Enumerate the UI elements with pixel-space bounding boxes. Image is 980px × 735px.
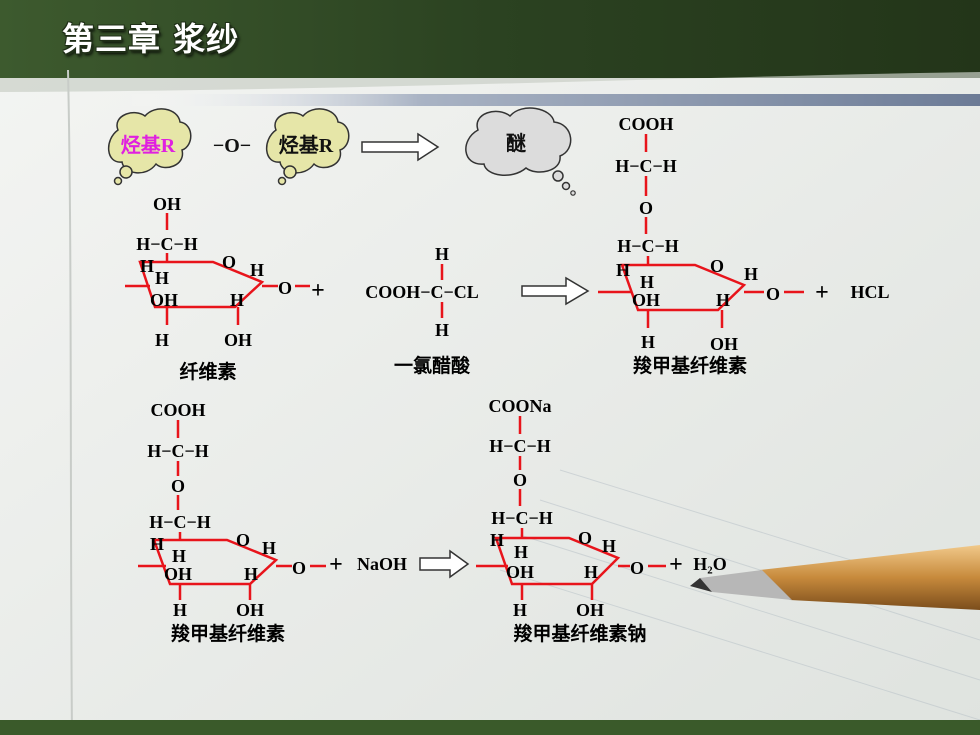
atom-o-ring: O	[222, 252, 236, 272]
atom-ch2: H−C−H	[491, 508, 553, 528]
alkyl-right-label: 烃基R	[279, 134, 334, 157]
atom-ch2: H−C−H	[489, 436, 551, 456]
arrow-to-ether	[361, 132, 440, 162]
cmc-label-1: 羧甲基纤维素	[633, 354, 747, 377]
atom-oh: OH	[150, 290, 178, 310]
cmc-sodium-label: 羧甲基纤维素钠	[513, 622, 646, 645]
atom-o-link: O	[292, 558, 306, 578]
atom-cooh: COOH	[150, 400, 205, 420]
bond	[125, 284, 310, 325]
glucose-ring	[494, 536, 621, 586]
atom-o-link: O	[278, 278, 292, 298]
atom-h: H	[262, 538, 276, 558]
water-byproduct: H₂O	[693, 554, 726, 574]
atom-ch2: H−C−H	[617, 236, 679, 256]
atom-oh: OH	[506, 562, 534, 582]
atom-oh-top: OH	[153, 194, 181, 214]
atom-o-link: O	[630, 558, 644, 578]
plus-sign: +	[311, 278, 325, 304]
slide-title: 第三章 浆纱	[62, 20, 240, 58]
atom-h: H	[513, 600, 527, 620]
atom-h: H	[173, 600, 187, 620]
plus-sign: +	[329, 552, 343, 578]
atom-h: H	[602, 536, 616, 556]
atom-o: O	[639, 198, 653, 218]
atom-oh: OH	[224, 330, 252, 350]
hcl-byproduct: HCL	[850, 282, 889, 302]
atom-h: H	[172, 546, 186, 566]
atom-h: H	[244, 564, 258, 584]
cellulose-molecule: OH H−C−H H H O H OH H O H OH 纤维素	[125, 194, 310, 383]
atom-h: H	[150, 534, 164, 554]
plus-sign: +	[815, 280, 829, 306]
header-band	[0, 0, 980, 78]
atom-h: H	[155, 330, 169, 350]
atom-coona: COONa	[489, 396, 552, 416]
atom-h: H	[716, 290, 730, 310]
atom-o-ring: O	[710, 256, 724, 276]
chloroacetic-formula: COOH−C−CL	[365, 282, 479, 302]
bond	[476, 564, 666, 600]
reaction-2-arrow	[419, 549, 470, 579]
ether-cloud: 醚	[465, 107, 576, 196]
ether-label: 醚	[506, 131, 526, 155]
atom-h: H	[490, 530, 504, 550]
plus-sign: +	[669, 552, 683, 578]
hydrocarbon-cloud-right: 烃基R	[266, 108, 350, 186]
atom-oh: OH	[632, 290, 660, 310]
atom-h: H	[435, 244, 449, 264]
hydrocarbon-cloud-left: 烃基R	[108, 108, 192, 186]
atom-h: H	[641, 332, 655, 352]
atom-h: H	[435, 320, 449, 340]
atom-h: H	[744, 264, 758, 284]
ether-definition: 烃基R −O− 烃基R 醚	[108, 107, 576, 196]
chloroacetic-label: 一氯醋酸	[394, 354, 471, 377]
atom-ch2: H−C−H	[147, 441, 209, 461]
pen-decoration	[690, 545, 980, 610]
bond	[598, 290, 804, 328]
atom-ch2: H−C−H	[149, 512, 211, 532]
atom-o-link: O	[766, 284, 780, 304]
reaction-2: COOH H−C−H O H−C−H H H O H OH H O H OH 羧…	[138, 396, 727, 645]
ether-oxygen-link: −O−	[213, 135, 251, 157]
atom-o: O	[171, 476, 185, 496]
glucose-ring	[138, 260, 265, 309]
cellulose-label: 纤维素	[179, 360, 236, 383]
atom-h: H	[514, 542, 528, 562]
atom-oh: OH	[164, 564, 192, 584]
atom-h: H	[584, 562, 598, 582]
reaction-1: OH H−C−H H H O H OH H O H OH 纤维素 + H	[125, 114, 890, 383]
atom-oh: OH	[576, 600, 604, 620]
glucose-ring	[620, 263, 747, 312]
accent-bar	[120, 94, 980, 106]
atom-o: O	[513, 470, 527, 490]
atom-h: H	[155, 268, 169, 288]
glucose-ring	[152, 538, 279, 586]
atom-h: H	[250, 260, 264, 280]
cmc-label-2: 羧甲基纤维素	[171, 622, 285, 645]
atom-oh: OH	[710, 334, 738, 354]
chloroacetic-acid: H COOH−C−CL H 一氯醋酸	[365, 244, 479, 377]
atom-ch2: H−C−H	[615, 156, 677, 176]
atom-o-ring: O	[578, 528, 592, 548]
atom-cooh: COOH	[618, 114, 673, 134]
atom-o-ring: O	[236, 530, 250, 550]
cmc-molecule: COOH H−C−H O H−C−H H H O H OH H O H OH 羧…	[598, 114, 804, 377]
atom-h: H	[230, 290, 244, 310]
cmc-molecule-2: COOH H−C−H O H−C−H H H O H OH H O H OH 羧…	[138, 400, 326, 645]
atom-h: H	[640, 272, 654, 292]
cmc-sodium-molecule: COONa H−C−H O H−C−H H H O H OH H O H OH …	[476, 396, 666, 645]
bond	[138, 564, 326, 600]
atom-oh: OH	[236, 600, 264, 620]
alkyl-left-label: 烃基R	[121, 134, 176, 157]
naoh-reagent: NaOH	[357, 554, 407, 574]
reaction-1-arrow	[521, 276, 590, 306]
atom-h: H	[616, 260, 630, 280]
atom-h: H	[140, 256, 154, 276]
atom-ch2: H−C−H	[136, 234, 198, 254]
